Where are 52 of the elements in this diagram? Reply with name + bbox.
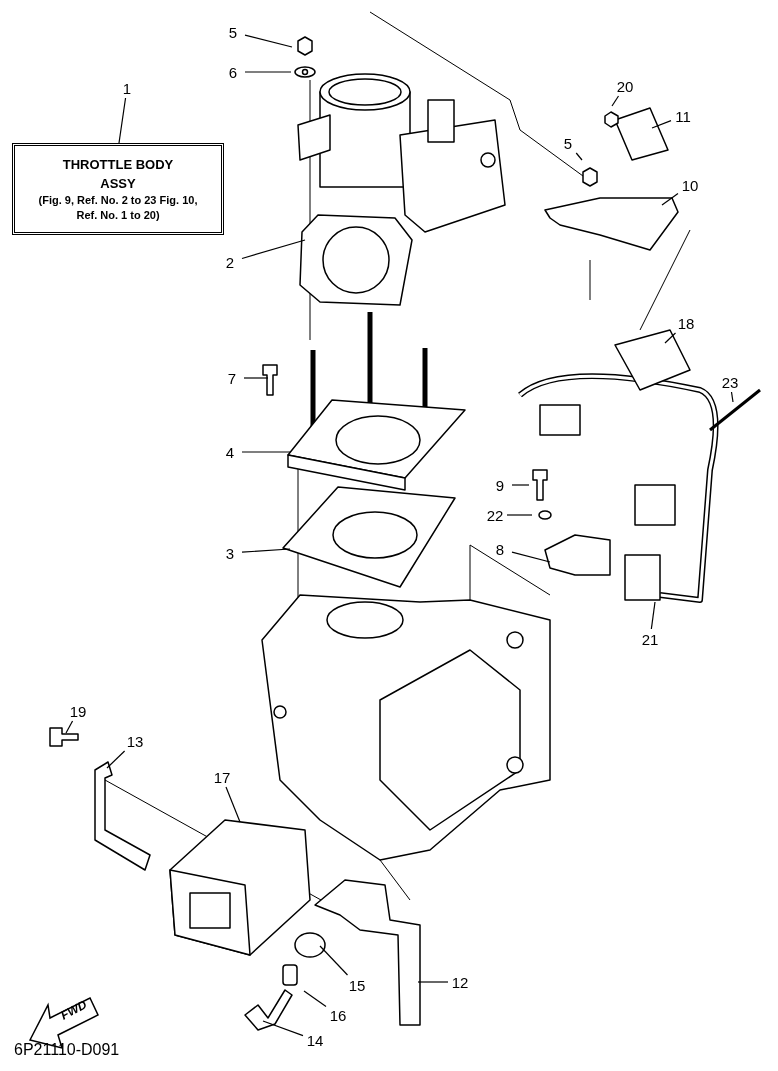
leader-line — [241, 548, 291, 553]
callout-number: 16 — [326, 1005, 350, 1025]
title-box — [12, 143, 224, 235]
leader-line — [611, 95, 620, 107]
callout-number: 11 — [671, 106, 695, 126]
leader-line — [730, 391, 734, 403]
leader-line — [319, 945, 349, 976]
callout-number: 21 — [638, 629, 662, 649]
leader-line — [244, 71, 292, 73]
callout-number: 23 — [718, 372, 742, 392]
leader-line — [241, 239, 306, 260]
callout-number: 19 — [66, 701, 90, 721]
callout-number: 7 — [220, 368, 244, 388]
leader-line — [225, 786, 241, 823]
callout-number: 13 — [123, 731, 147, 751]
leader-line — [417, 981, 449, 983]
callout-number: 22 — [483, 505, 507, 525]
leader-line — [651, 120, 672, 129]
leader-line — [241, 451, 291, 453]
callout-number: 1 — [115, 78, 139, 98]
callout-number: 14 — [303, 1030, 327, 1050]
leader-line — [664, 332, 677, 344]
leader-line — [244, 34, 293, 48]
leader-line — [511, 551, 551, 563]
callout-number: 10 — [678, 175, 702, 195]
callout-number: 3 — [218, 543, 242, 563]
callout-number: 17 — [210, 767, 234, 787]
assembly-title: THROTTLE BODY ASSY — [61, 156, 175, 193]
leader-line — [511, 484, 530, 486]
callout-number: 20 — [613, 76, 637, 96]
leader-line — [650, 601, 656, 630]
callout-number: 5 — [556, 133, 580, 153]
callout-number: 8 — [488, 539, 512, 559]
leader-line — [243, 377, 269, 379]
callout-number: 12 — [448, 972, 472, 992]
leader-line — [661, 192, 679, 206]
drawing-code: 6P21110-D091 — [14, 1042, 120, 1058]
leader-line — [303, 990, 327, 1008]
callout-number: 4 — [218, 442, 242, 462]
leader-line — [262, 1020, 304, 1037]
leader-line — [506, 514, 533, 516]
leader-line — [65, 720, 74, 734]
leader-line — [106, 750, 126, 769]
callout-number: 6 — [221, 62, 245, 82]
leader-line — [575, 152, 583, 161]
callout-number: 5 — [221, 22, 245, 42]
reference-note: (Fig. 9, Ref. No. 2 to 23 Fig. 10, Ref. No. 1 to 20) — [37, 193, 199, 223]
callout-number: 2 — [218, 252, 242, 272]
callout-number: 18 — [674, 313, 698, 333]
callout-number: 15 — [345, 975, 369, 995]
leader-line — [118, 97, 127, 144]
callout-number: 9 — [488, 475, 512, 495]
